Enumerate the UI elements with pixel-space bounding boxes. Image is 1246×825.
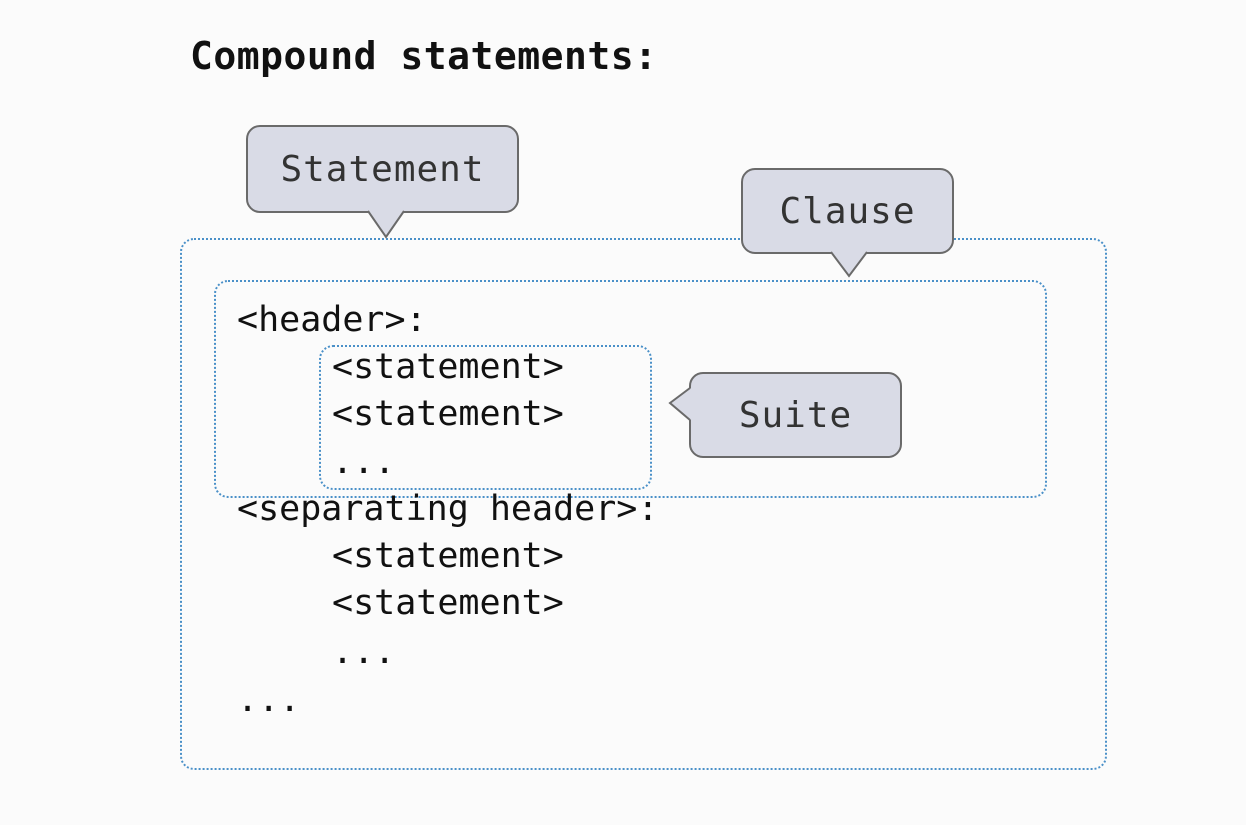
clause-callout-label: Clause: [779, 190, 916, 232]
code-separating-header-line: <separating header>:: [237, 489, 659, 529]
code-suite1-statement-2: <statement>: [332, 394, 564, 434]
code-suite2-statement-1: <statement>: [332, 536, 564, 576]
suite-callout: Suite: [689, 372, 902, 458]
code-suite1-ellipsis: ...: [332, 442, 396, 482]
code-suite1-statement-1: <statement>: [332, 347, 564, 387]
code-header-line: <header>:: [237, 300, 427, 340]
suite-box: [319, 345, 652, 490]
statement-box: [180, 238, 1107, 770]
slide-title: Compound statements:: [190, 34, 658, 78]
suite-callout-pointer: [668, 387, 691, 421]
statement-callout-label: Statement: [280, 148, 485, 190]
clause-callout: Clause: [741, 168, 954, 254]
code-final-ellipsis: ...: [237, 680, 301, 720]
code-suite2-statement-2: <statement>: [332, 583, 564, 623]
statement-callout: Statement: [246, 125, 519, 213]
clause-callout-pointer: [830, 251, 868, 278]
statement-callout-pointer: [367, 210, 405, 239]
clause-box: [214, 280, 1047, 498]
suite-callout-label: Suite: [738, 394, 853, 436]
code-suite2-ellipsis: ...: [332, 632, 396, 672]
